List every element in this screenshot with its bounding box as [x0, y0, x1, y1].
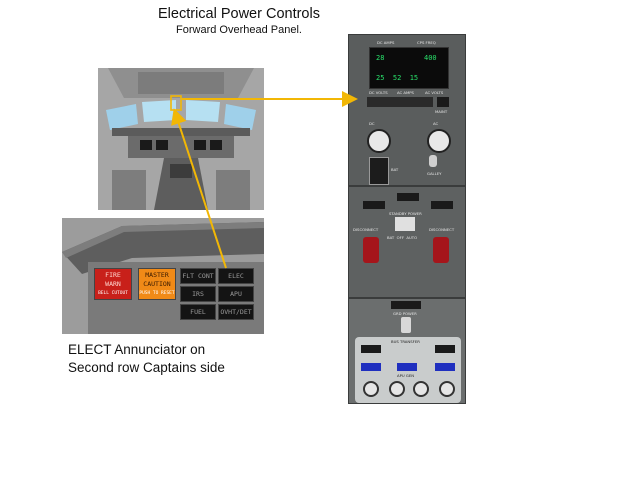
ac-selector-label: AC: [433, 121, 439, 126]
galley-label: GALLEY: [427, 171, 442, 176]
apu-gen-label: APU GEN: [397, 373, 415, 378]
standby-power-label: STANDBY POWER: [389, 211, 422, 216]
bus-transfer-label: BUS TRANSFER: [391, 339, 420, 344]
gen-off-bus-right: [435, 363, 455, 371]
meter-selector-strip: [367, 97, 433, 107]
maint-button[interactable]: [437, 97, 449, 107]
maint-label: MAINT: [435, 109, 448, 114]
annunciator-panel-image: FIRE WARN BELL CUTOUT MASTER CAUTION PUS…: [62, 218, 264, 334]
display-bottom: 25 52 15: [376, 74, 419, 82]
ac-volts-label: AC VOLTS: [425, 90, 444, 95]
standby-power-switch[interactable]: [395, 217, 415, 231]
galley-switch[interactable]: [429, 155, 437, 167]
dc-amps-label: DC AMPS: [377, 40, 395, 45]
grd-power-annunciator: [391, 301, 421, 309]
display-top-left: 28: [376, 54, 385, 62]
bus-transfer-section: GRD POWER BUS TRANSFER APU GEN: [348, 298, 466, 404]
apu-annunciator: APU: [218, 286, 254, 302]
battery-switch[interactable]: [369, 157, 389, 185]
diagram-subtitle: Forward Overhead Panel.: [176, 24, 302, 36]
dc-selector-label: DC: [369, 121, 375, 126]
display-top-right: 400: [424, 54, 437, 62]
transfer-bus-off-right: [435, 345, 455, 353]
elec-annunciator: ELEC: [218, 268, 254, 284]
meters-section: DC AMPS CPS FREQ 28 400 25 52 15 DC VOLT…: [348, 34, 466, 186]
grd-power-switch[interactable]: [401, 317, 411, 333]
master-caution-annunciator[interactable]: MASTER CAUTION PUSH TO RESET: [138, 268, 176, 300]
dc-volts-label: DC VOLTS: [369, 90, 388, 95]
cps-freq-label: CPS FREQ: [417, 40, 436, 45]
disconnect-left-label: DISCONNECT: [353, 227, 379, 232]
grd-power-label: GRD POWER: [393, 311, 417, 316]
gen-annunciator-right: [431, 201, 453, 209]
master-caution-label: MASTER CAUTION: [143, 271, 171, 288]
ac-amps-label: AC AMPS: [397, 90, 414, 95]
transfer-bus-off-left: [361, 345, 381, 353]
drive-disconnect-right-guard[interactable]: [433, 237, 449, 263]
caption-line-1: ELECT Annunciator on: [68, 342, 206, 357]
apu-gen-2-switch[interactable]: [413, 381, 429, 397]
fire-warn-sublabel: BELL CUTOUT: [98, 291, 128, 296]
electrical-panel-image: DC AMPS CPS FREQ 28 400 25 52 15 DC VOLT…: [348, 34, 466, 404]
cockpit-illustration: [98, 68, 264, 210]
standby-power-section: STANDBY POWER BAT OFF AUTO DISCONNECT DI…: [348, 186, 466, 298]
diagram-title: Electrical Power Controls: [158, 6, 320, 22]
ovht-det-annunciator: OVHT/DET: [218, 304, 254, 320]
standby-annunciator: [397, 193, 419, 201]
gen-1-switch[interactable]: [363, 381, 379, 397]
cockpit-overview-image: [98, 68, 264, 210]
meter-display: 28 400 25 52 15: [369, 47, 449, 89]
ac-selector-knob[interactable]: [427, 129, 451, 153]
bat-off-auto-label: BAT OFF AUTO: [387, 235, 418, 240]
fire-warn-annunciator[interactable]: FIRE WARN BELL CUTOUT: [94, 268, 132, 300]
drive-disconnect-left-guard[interactable]: [363, 237, 379, 263]
fuel-annunciator: FUEL: [180, 304, 216, 320]
dc-selector-knob[interactable]: [367, 129, 391, 153]
battery-label: BAT: [391, 167, 399, 172]
irs-annunciator: IRS: [180, 286, 216, 302]
caption-line-2: Second row Captains side: [68, 360, 225, 375]
gen-2-switch[interactable]: [439, 381, 455, 397]
apu-gen-off-bus: [397, 363, 417, 371]
flt-cont-annunciator: FLT CONT: [180, 268, 216, 284]
gen-off-bus-left: [361, 363, 381, 371]
disconnect-right-label: DISCONNECT: [429, 227, 455, 232]
master-caution-sublabel: PUSH TO RESET: [139, 291, 175, 296]
fire-warn-label: FIRE WARN: [105, 271, 121, 288]
apu-gen-1-switch[interactable]: [389, 381, 405, 397]
gen-annunciator-left: [363, 201, 385, 209]
